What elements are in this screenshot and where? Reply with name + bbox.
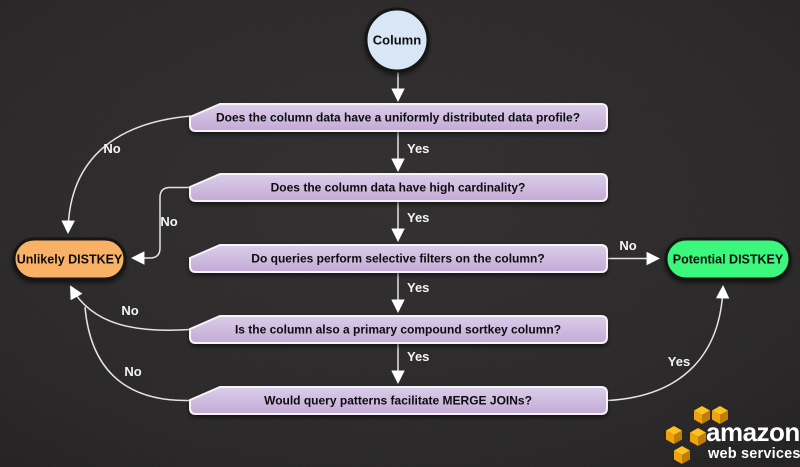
aws-logo: amazon web services™ (666, 406, 800, 464)
aws-logo-sub-text: web services™ (707, 446, 800, 462)
node-terminal-potential-distkey: Potential DISTKEY (664, 237, 792, 281)
start-circle-shape (364, 7, 430, 73)
node-start-column: Column (364, 7, 430, 73)
node-decision-high-cardinality: Does the column data have high cardinali… (189, 173, 608, 202)
node-terminal-unlikely-distkey: Unlikely DISTKEY (12, 237, 127, 281)
aws-logo-brand-text: amazon (706, 417, 800, 447)
edge-q1-no-unlikely (61, 115, 192, 235)
edges (61, 72, 730, 402)
edge-q5-no-unlikely (84, 306, 191, 402)
decision-label: Do queries perform selective filters on … (251, 252, 544, 266)
edge-q2-no-unlikely (130, 186, 191, 265)
edge-label-no-1: No (103, 141, 120, 156)
decision-nodes: Does the column data have a uniformly di… (189, 103, 608, 415)
terminal-label: Unlikely DISTKEY (17, 253, 123, 267)
edge-q5-yes-potential (607, 284, 730, 402)
decision-shape (189, 173, 608, 202)
edge-q4-no-unlikely (70, 285, 191, 331)
decision-label: Does the column data have high cardinali… (271, 181, 526, 195)
node-decision-uniform-distribution: Does the column data have a uniformly di… (189, 103, 608, 132)
edge-label-no-3: No (619, 238, 636, 253)
edge-labels: Yes No Yes No Yes No Yes No Yes No (103, 141, 690, 379)
decision-label: Would query patterns facilitate MERGE JO… (264, 394, 532, 408)
decision-shape (189, 103, 608, 132)
edge-label-yes-3: Yes (407, 280, 429, 295)
decision-label: Is the column also a primary compound so… (235, 323, 561, 337)
terminal-label: Potential DISTKEY (673, 253, 784, 267)
edge-label-no-4: No (121, 303, 138, 318)
edge-label-yes-2: Yes (407, 210, 429, 225)
edge-label-no-2: No (160, 214, 177, 229)
node-decision-merge-joins: Would query patterns facilitate MERGE JO… (189, 386, 608, 415)
node-decision-compound-sortkey: Is the column also a primary compound so… (189, 315, 608, 344)
decision-shape (189, 315, 608, 344)
node-decision-selective-filters: Do queries perform selective filters on … (189, 244, 608, 273)
terminal-shape (664, 237, 792, 281)
decision-shape (189, 244, 608, 273)
edge-label-yes-1: Yes (407, 141, 429, 156)
edge-label-no-5: No (124, 364, 141, 379)
decision-shape (189, 386, 608, 415)
edge-label-yes-4: Yes (407, 349, 429, 364)
start-label: Column (373, 33, 421, 48)
decision-label: Does the column data have a uniformly di… (216, 111, 580, 125)
terminal-shape (12, 237, 127, 281)
edge-label-yes-5: Yes (668, 354, 690, 369)
